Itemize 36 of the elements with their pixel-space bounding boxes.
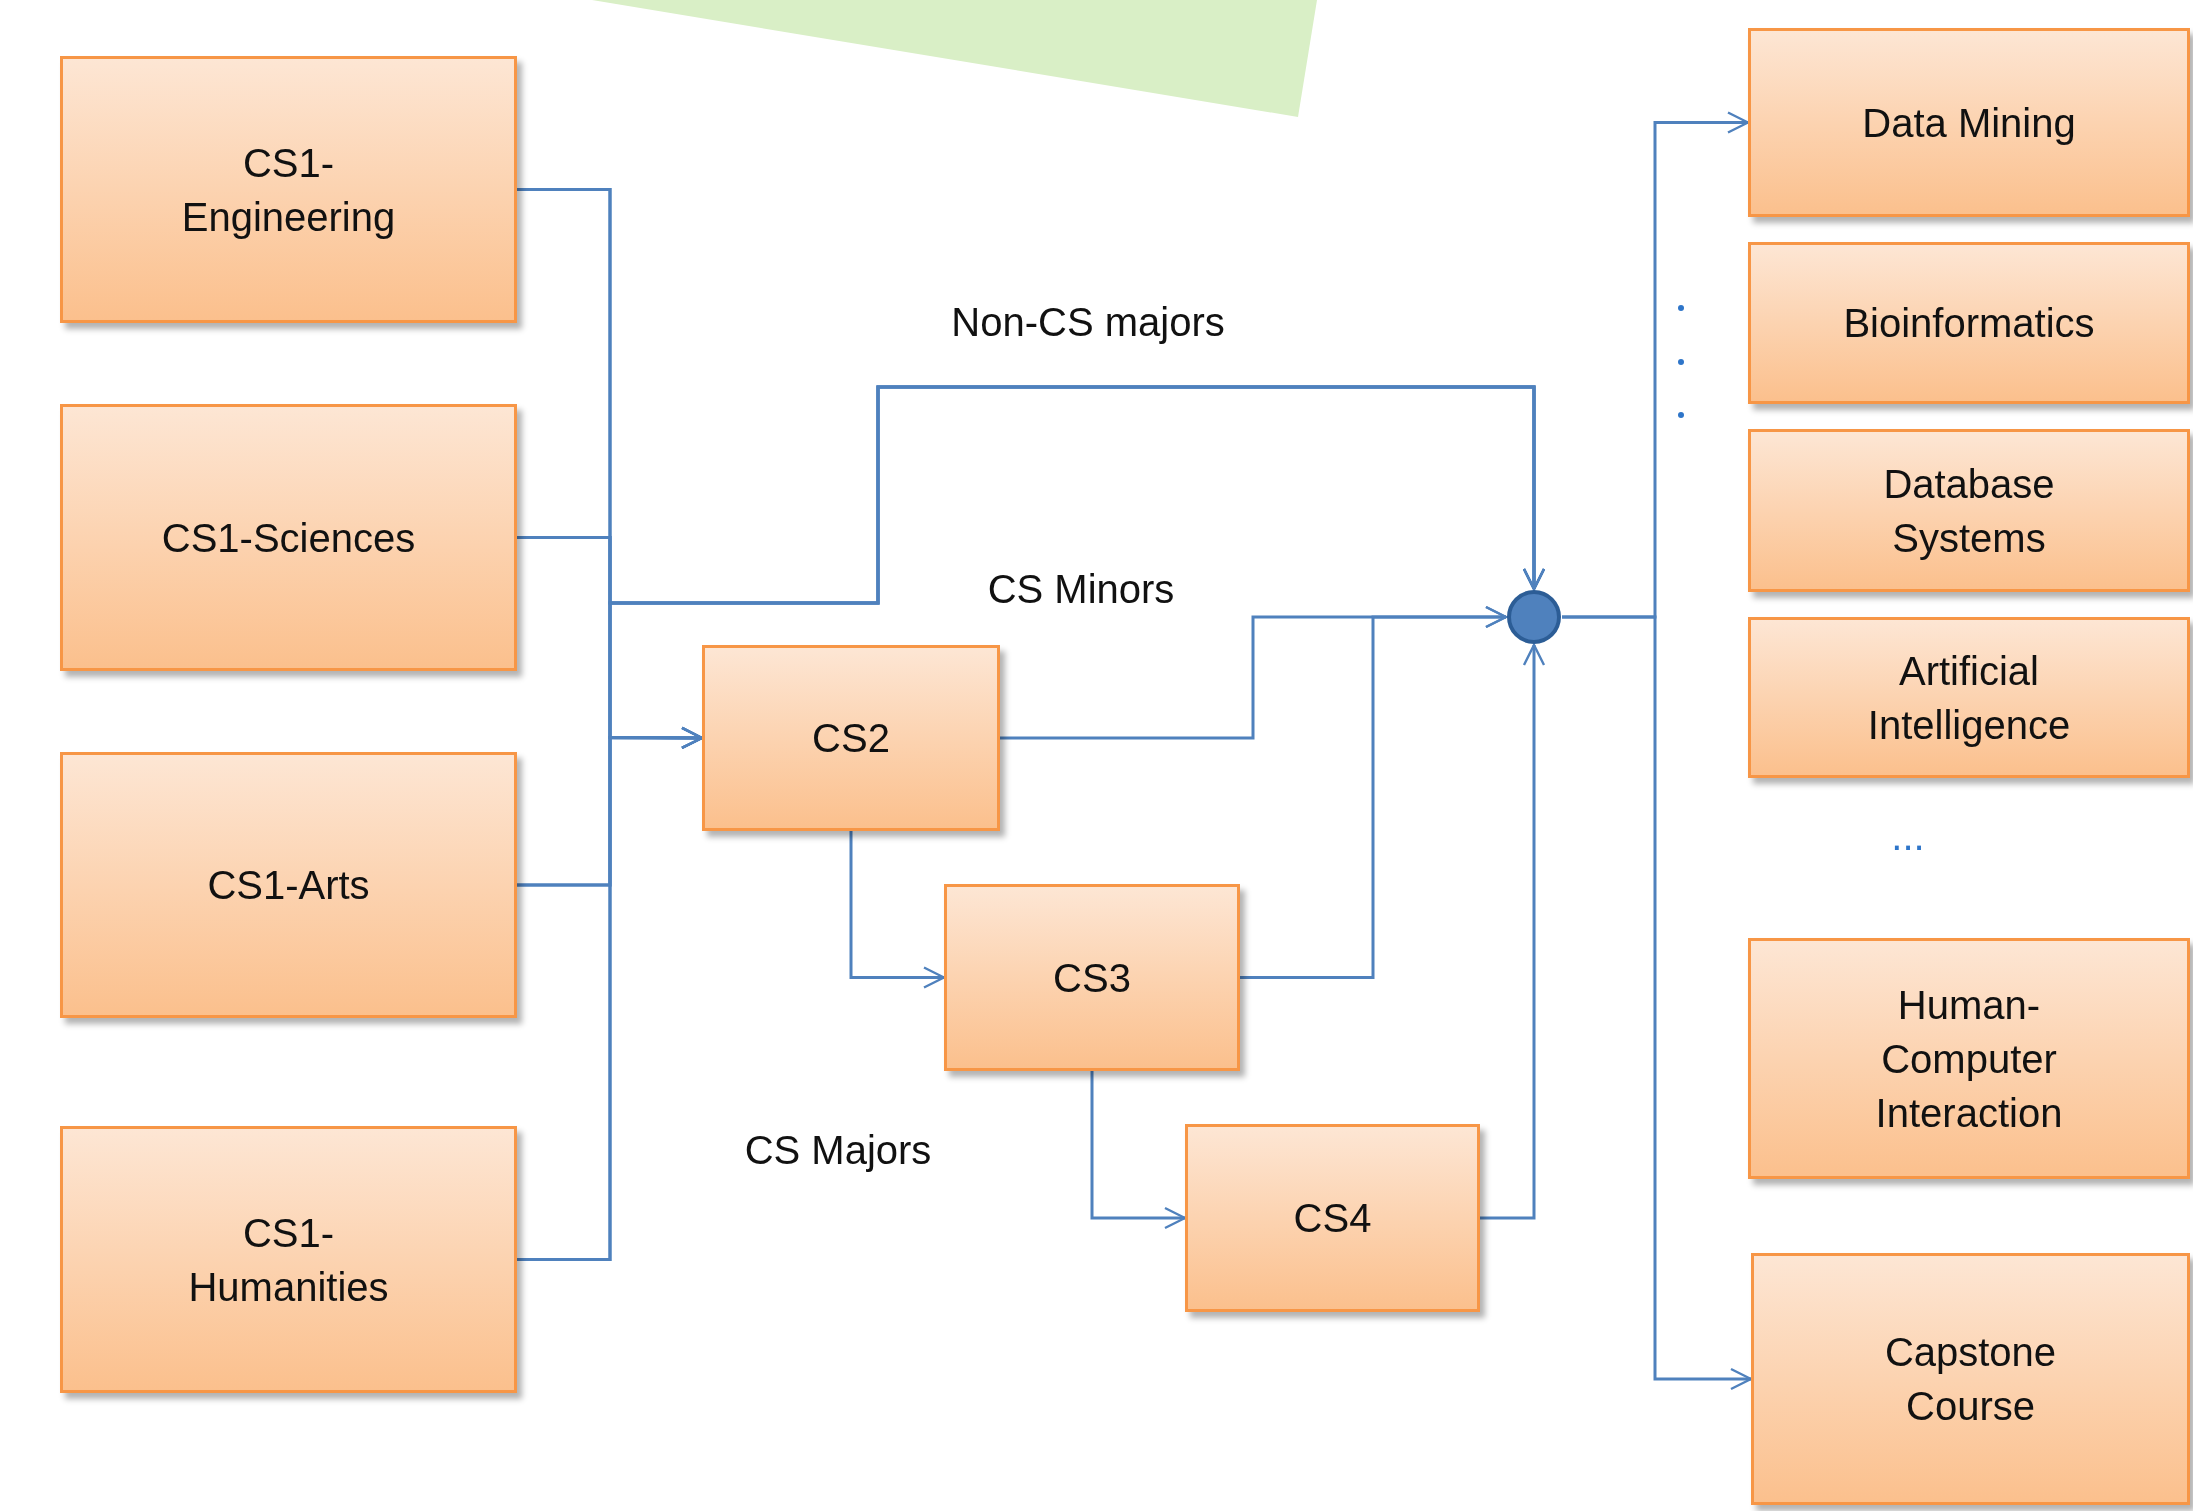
course-box bbox=[60, 56, 517, 323]
course-box bbox=[1748, 242, 2190, 404]
course-name: CS1-Humanities bbox=[187, 1209, 390, 1311]
course-box bbox=[1748, 28, 2190, 217]
connector-arrow bbox=[1480, 643, 1546, 1220]
connector-arrow bbox=[1090, 1071, 1187, 1230]
course-name: Data Mining bbox=[1862, 99, 2076, 147]
course-name: CS1-Engineering bbox=[180, 139, 397, 241]
course-box bbox=[1185, 1124, 1480, 1312]
course-name: Bioinformatics bbox=[1843, 300, 2095, 347]
course-box bbox=[702, 645, 1000, 831]
course-name: CS1-Arts bbox=[207, 862, 370, 909]
course-box bbox=[1748, 938, 2190, 1179]
path-label: CS Majors bbox=[744, 1127, 932, 1173]
course-box bbox=[60, 752, 517, 1018]
course-name: CS2 bbox=[812, 715, 890, 762]
course-box bbox=[1751, 1253, 2190, 1505]
course-name: CS3 bbox=[1053, 954, 1131, 1002]
circle-node bbox=[1506, 589, 1562, 645]
course-box bbox=[60, 404, 517, 671]
course-name: Database Systems bbox=[1882, 460, 2056, 562]
course-name: Human-Computer Interaction bbox=[1874, 981, 2064, 1137]
connector-arrow bbox=[1562, 615, 1753, 1391]
course-box bbox=[944, 884, 1240, 1071]
course-box bbox=[1748, 617, 2190, 778]
course-name: CS4 bbox=[1293, 1195, 1372, 1242]
ellipsis-text: ... bbox=[1891, 813, 1925, 859]
connector-arrow bbox=[849, 831, 946, 989]
connector-arrow bbox=[1240, 605, 1508, 979]
course-name: Capstone Course bbox=[1883, 1329, 2058, 1430]
path-label: CS Minors bbox=[987, 566, 1175, 612]
course-box bbox=[1748, 429, 2190, 592]
course-box bbox=[60, 1126, 517, 1393]
course-name: Artificial Intelligence bbox=[1866, 647, 2072, 749]
path-label: Non-CS majors bbox=[951, 299, 1225, 345]
course-name: CS1-Sciences bbox=[161, 514, 416, 562]
